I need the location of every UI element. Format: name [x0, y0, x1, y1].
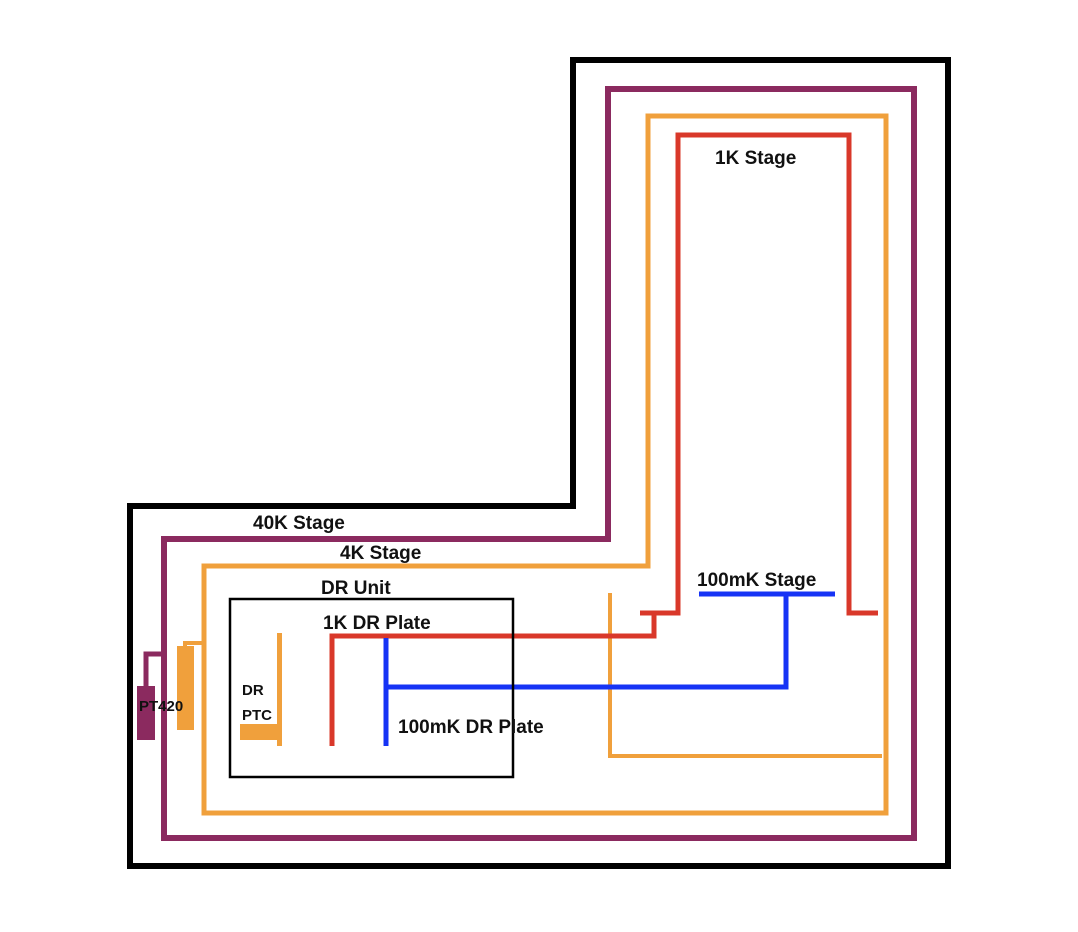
label-1k-stage: 1K Stage: [715, 148, 796, 169]
pt420-40k-link: [143, 651, 164, 688]
stage-40k-shield: [161, 86, 917, 841]
label-100mk-dr-plate: 100mK DR Plate: [398, 717, 544, 738]
label-dr-unit: DR Unit: [321, 578, 391, 599]
label-40k-stage: 40K Stage: [253, 513, 345, 534]
dr-ptc-head: [240, 724, 278, 740]
stage-100mk-link: [383, 594, 789, 746]
label-dr-ptc-line1: DR: [242, 682, 264, 699]
stage-4k-inner-link: [608, 593, 882, 758]
label-4k-stage: 4K Stage: [340, 543, 421, 564]
pt420-body: [137, 686, 155, 740]
dr-unit-box: [228, 597, 515, 779]
label-dr-ptc-line2: PTC: [242, 707, 272, 724]
label-pt420: PT420: [139, 698, 183, 715]
stage-4k-shield: [201, 113, 889, 816]
stage-1k-link: [329, 613, 657, 746]
dr-ptc-bar: [277, 633, 282, 746]
label-1k-dr-plate: 1K DR Plate: [323, 613, 431, 634]
pt420-4k-stage-block: [177, 646, 194, 730]
vacuum-shell-outline: [127, 57, 951, 869]
stage-1k-shield: [640, 132, 878, 616]
label-100mk-stage: 100mK Stage: [697, 570, 816, 591]
